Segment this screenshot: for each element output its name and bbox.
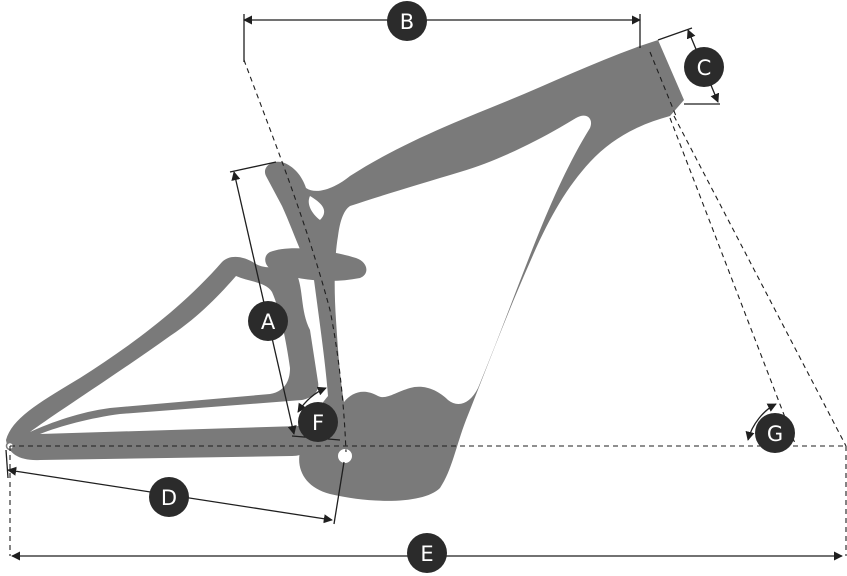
- badge-g-label: G: [767, 422, 783, 446]
- badge-e: E: [407, 533, 447, 573]
- badge-b-label: B: [400, 10, 414, 34]
- head-tube-line-2: [669, 117, 797, 447]
- head-tube-line-1: [673, 115, 847, 447]
- construction-lines: [9, 51, 847, 556]
- dimension-a-tick-top: [229, 161, 277, 173]
- badge-e-label: E: [420, 542, 433, 566]
- dimension-c-tick-top: [657, 27, 693, 41]
- badge-d: D: [149, 477, 189, 517]
- main-frame: [264, 40, 684, 501]
- dimension-d-tick-right: [333, 461, 345, 525]
- badge-a: A: [248, 301, 288, 341]
- head-tube-axis: [649, 51, 677, 117]
- rear-triangle: [6, 256, 319, 461]
- bottom-bracket: [336, 447, 354, 465]
- badge-a-label: A: [261, 310, 276, 334]
- badge-c: C: [684, 47, 724, 87]
- badge-f-label: F: [312, 411, 324, 435]
- badge-f: F: [298, 402, 338, 442]
- badge-b: B: [387, 1, 427, 41]
- dimension-g-arc: [745, 403, 777, 441]
- badge-g: G: [755, 413, 795, 453]
- badge-d-label: D: [161, 486, 177, 510]
- frame-window: [308, 196, 325, 220]
- badge-c-label: C: [697, 56, 712, 80]
- dimension-d-tick-left: [5, 449, 9, 479]
- seat-tube-line: [243, 59, 347, 453]
- dimension-f-arc: [297, 386, 327, 413]
